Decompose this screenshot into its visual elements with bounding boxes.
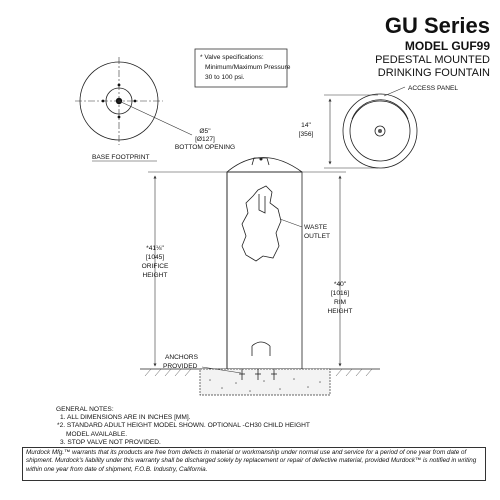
bowl-height-dim: 14" (301, 122, 311, 129)
general-notes: GENERAL NOTES: 1. ALL DIMENSIONS ARE IN … (56, 406, 476, 447)
rim-height-dimension (302, 171, 346, 367)
base-footprint-view: BASE FOOTPRINT (75, 57, 193, 162)
rim-height-line1: RIM (334, 299, 346, 306)
bowl-height-mm: [356] (299, 131, 314, 138)
waste-outlet-line1: WASTE (304, 224, 328, 231)
note-2-continued: MODEL AVAILABLE. (66, 430, 128, 438)
notes-title: GENERAL NOTES: (56, 406, 114, 413)
warranty-box: Murdock Mfg.™ warrants that its products… (22, 447, 486, 481)
valve-note-line1: * Valve specifications: (200, 54, 264, 61)
valve-note-box: * Valve specifications: Minimum/Maximum … (194, 48, 291, 88)
anchors-line2: PROVIDED (163, 363, 198, 370)
valve-note-line3: 30 to 100 psi. (205, 74, 245, 81)
waste-outlet-line2: OUTLET (304, 233, 330, 240)
access-panel-label: ACCESS PANEL (408, 85, 458, 92)
floor-slab (140, 366, 380, 396)
orifice-height-line1: ORIFICE (142, 263, 169, 270)
rim-height-mm: [1016] (331, 290, 350, 297)
product-line2: DRINKING FOUNTAIN (378, 67, 490, 79)
model-number: MODEL GUF99 (405, 39, 490, 53)
orifice-height-line2: HEIGHT (143, 272, 168, 279)
bottom-diameter-dim: Ø5" (199, 128, 211, 135)
series-title: GU Series (385, 13, 490, 38)
anchors-line1: ANCHORS (165, 354, 199, 361)
note-2: *2. STANDARD ADULT HEIGHT MODEL SHOWN. O… (57, 422, 310, 430)
rim-height-dim: *40" (334, 281, 347, 288)
bottom-opening-label: BOTTOM OPENING (175, 144, 235, 151)
warranty-text: Murdock Mfg.™ warrants that its products… (26, 449, 477, 473)
base-footprint-label: BASE FOOTPRINT (92, 154, 150, 161)
access-panel-view: ACCESS PANEL (324, 85, 458, 169)
orifice-height-dimension (148, 171, 248, 367)
orifice-height-dim: *41⅛" (146, 245, 164, 252)
note-3: 3. STOP VALVE NOT PROVIDED. (60, 438, 161, 446)
rim-height-line2: HEIGHT (328, 308, 353, 315)
bottom-diameter-mm: [Ø127] (195, 136, 215, 143)
note-1: 1. ALL DIMENSIONS ARE IN INCHES [MM]. (60, 414, 191, 422)
orifice-height-mm: [1045] (146, 254, 165, 261)
product-line1: PEDESTAL MOUNTED (375, 54, 490, 66)
pedestal-elevation (226, 157, 303, 370)
valve-note-line2: Minimum/Maximum Pressure (205, 64, 291, 71)
